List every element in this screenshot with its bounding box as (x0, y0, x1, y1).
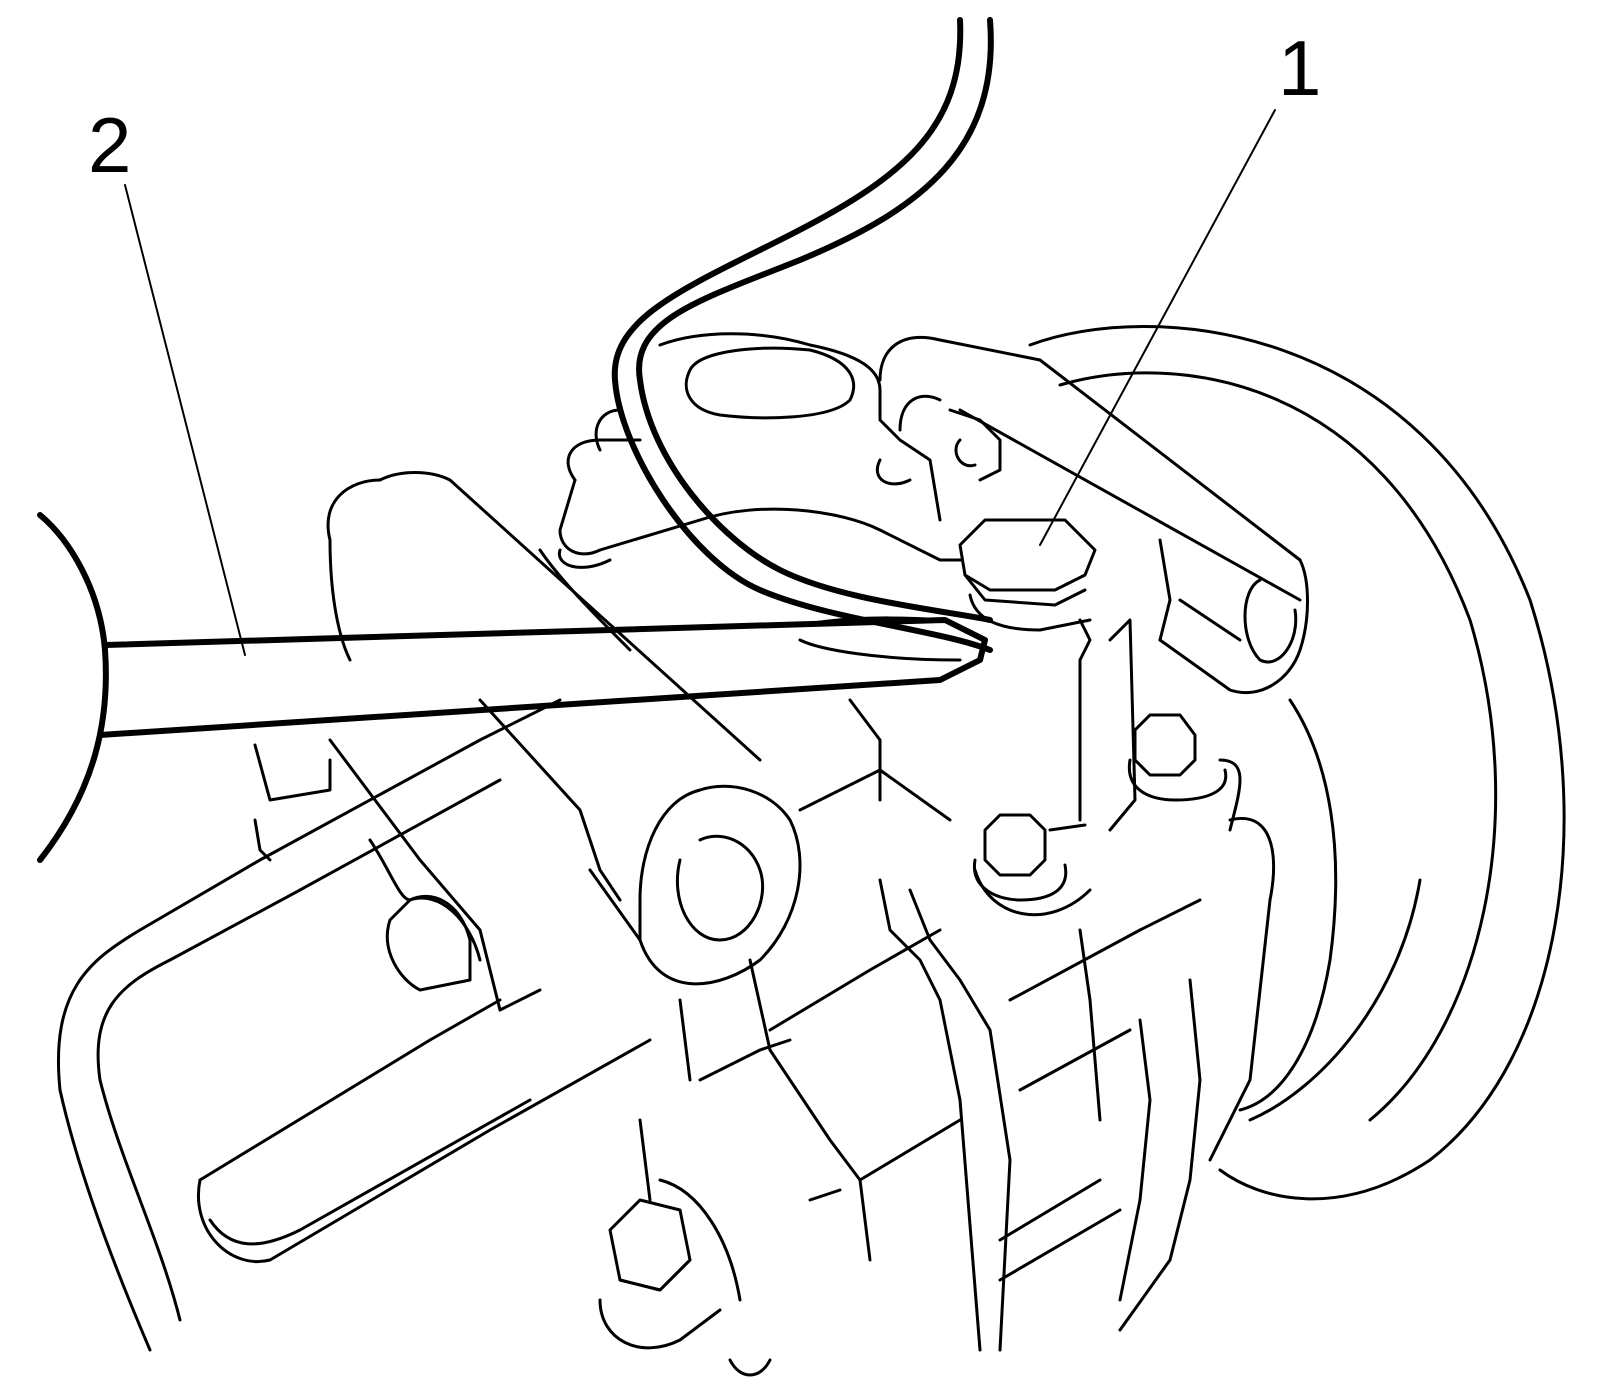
callout-2-leader (124, 184, 246, 656)
pulley (1028, 325, 1566, 1201)
hose-clip (557, 408, 982, 569)
bolt-upper (1127, 713, 1228, 802)
callout-2: 2 (88, 101, 246, 656)
hex-cap (958, 518, 1097, 632)
housing (57, 698, 1276, 1352)
callout-2-label: 2 (88, 101, 131, 189)
bottom-bolt (598, 1118, 772, 1377)
callout-1-label: 1 (1278, 24, 1321, 112)
callout-1: 1 (1039, 24, 1321, 546)
top-fitting (658, 332, 1309, 832)
left-mount (253, 743, 482, 992)
screwdriver (37, 512, 988, 863)
bolt-lower (973, 813, 1092, 917)
cylinder-body (326, 471, 952, 1262)
hose (611, 17, 994, 653)
callout-1-leader (1039, 109, 1276, 546)
